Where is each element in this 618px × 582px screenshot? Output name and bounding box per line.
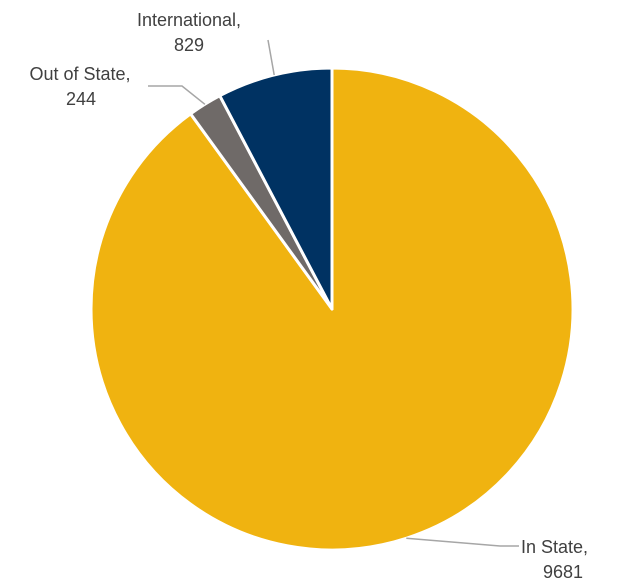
pie-slices (89, 66, 575, 552)
slice-international (218, 66, 334, 311)
leader-line-international (267, 39, 275, 76)
label-international-value: 829 (174, 35, 204, 55)
label-in-state-value: 9681 (543, 562, 583, 582)
label-out-of-state-name: Out of State, (29, 64, 130, 84)
leader-lines (148, 39, 519, 547)
leader-line-out-of-state (148, 85, 206, 105)
label-in-state-name: In State, (521, 537, 588, 557)
label-international-name: International, (137, 10, 241, 30)
label-out-of-state-value: 244 (66, 89, 96, 109)
leader-line-in-state (406, 537, 519, 547)
